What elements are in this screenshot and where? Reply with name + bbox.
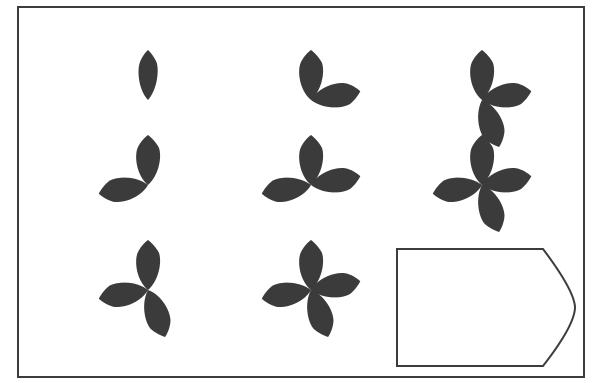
figure-row-3-col-1 (97, 240, 177, 341)
figure-row-1-col-1 (139, 50, 158, 100)
petal-up (136, 240, 160, 290)
figure-row-3-col-2 (260, 240, 363, 341)
figure-row-2-col-3 (431, 135, 534, 236)
petal-up (139, 50, 158, 100)
figure-row-2-col-2 (260, 135, 363, 205)
petal-up (136, 135, 160, 185)
figure-row-1-col-3 (470, 50, 533, 151)
figure-row-2-col-1 (97, 135, 160, 205)
answer-placeholder-box[interactable] (397, 249, 575, 366)
figure-row-1-col-2 (299, 50, 362, 112)
